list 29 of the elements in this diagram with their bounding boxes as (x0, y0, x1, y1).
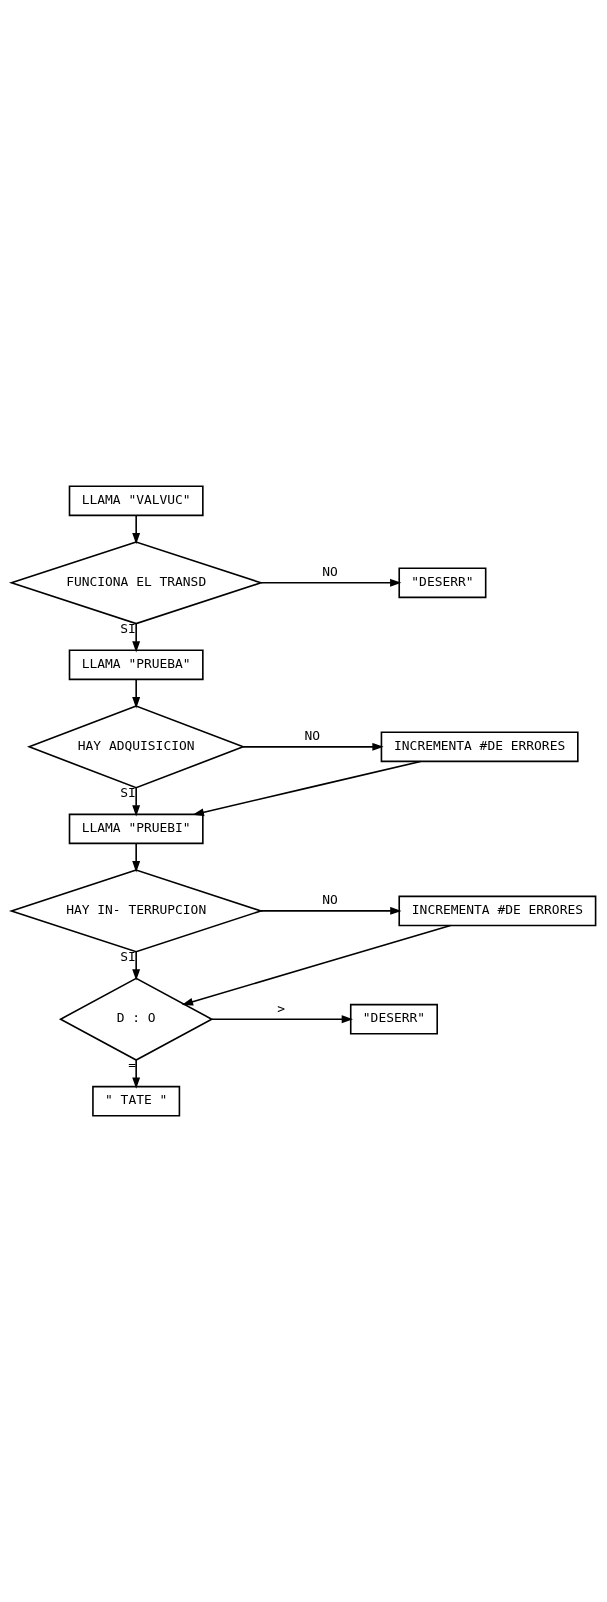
arrow (260, 906, 402, 915)
node-box: LLAMA "VALVUC" (68, 485, 204, 517)
arrow (242, 742, 384, 751)
arrow (132, 787, 141, 817)
node-box: INCREMENTA #DE ERRORES (398, 895, 597, 927)
arrow (132, 623, 141, 653)
node-diamond: HAY IN- TERRUPCION (8, 869, 264, 953)
edge-label: NO (322, 892, 338, 908)
arrow (132, 842, 141, 873)
node-box: "DESERR" (398, 567, 487, 599)
node-box: INCREMENTA #DE ERRORES (380, 731, 579, 763)
arrow (181, 924, 452, 1006)
arrow (192, 760, 422, 817)
node-diamond: FUNCIONA EL TRANSD (8, 541, 264, 625)
edge-label: NO (304, 728, 321, 744)
node-diamond: D : O (58, 977, 214, 1061)
edge-label: NO (322, 564, 338, 580)
arrow (132, 514, 141, 545)
arrow (260, 578, 402, 587)
edge-label: > (277, 1000, 286, 1016)
node-diamond: HAY ADQUISICION (26, 705, 246, 789)
arrow (132, 950, 141, 981)
arrow (132, 1059, 141, 1089)
node-box: LLAMA "PRUEBI" (68, 813, 204, 845)
arrow (210, 1015, 353, 1024)
arrow (132, 678, 141, 709)
node-box: LLAMA "PRUEBA" (68, 649, 204, 681)
node-box: " TATE " (92, 1085, 181, 1117)
node-box: "DESERR" (349, 1003, 438, 1035)
